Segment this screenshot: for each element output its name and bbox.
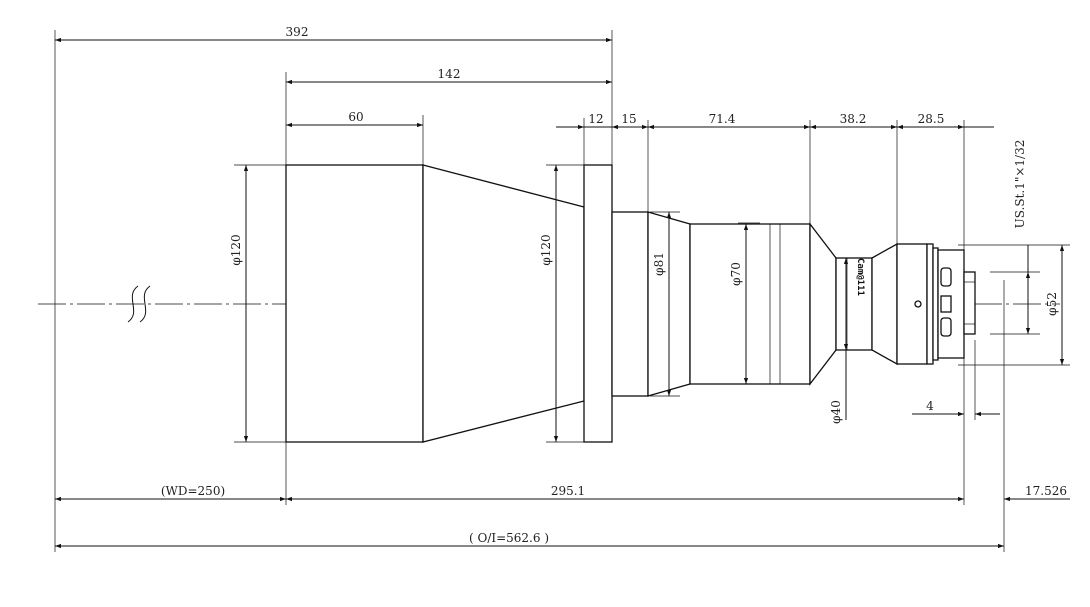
dim-295-1: 295.1 <box>551 484 585 498</box>
lens-body: Cam@111 <box>285 164 976 443</box>
dia-front-120: φ120 <box>229 234 243 265</box>
dim-wd: (WD=250) <box>161 484 225 498</box>
set-screw-icon <box>914 300 922 308</box>
taper-70-40 <box>809 222 837 386</box>
dim-28-5: 28.5 <box>918 112 945 126</box>
taper-40-52 <box>871 242 898 366</box>
c-mount-thread <box>963 271 976 335</box>
conical-section <box>422 164 585 443</box>
dim-38-2: 38.2 <box>840 112 867 126</box>
dim-15: 15 <box>621 112 636 126</box>
brand-engraving: Cam@111 <box>855 258 865 296</box>
front-barrel <box>285 164 424 443</box>
mounting-flange <box>583 164 613 443</box>
dim-71-4: 71.4 <box>709 112 736 126</box>
thread-spec: US.St.1"×1/32 <box>1013 140 1027 229</box>
dim-12: 12 <box>588 112 603 126</box>
dia-70: φ70 <box>729 262 743 286</box>
barrel-40 <box>835 257 873 351</box>
barrel-81 <box>611 211 649 397</box>
axis-break-symbol <box>127 285 151 323</box>
horizontal-dimensions <box>55 37 1070 549</box>
dia-flange-120: φ120 <box>539 234 553 265</box>
rear-barrel <box>896 243 928 365</box>
dimension-labels: 392 142 60 12 15 71.4 38.2 28.5 (WD=250)… <box>161 25 1067 545</box>
dia-52: φ52 <box>1045 292 1059 316</box>
dim-oi: ( O/I=562.6 ) <box>469 531 549 545</box>
dim-60: 60 <box>348 110 363 124</box>
dim-17-526: 17.526 <box>1025 484 1067 498</box>
vertical-dimensions <box>243 165 1065 442</box>
dim-4: 4 <box>926 399 934 413</box>
dim-142: 142 <box>438 67 461 81</box>
dia-81: φ81 <box>652 252 666 276</box>
barrel-70 <box>689 223 811 385</box>
dim-392: 392 <box>286 25 309 39</box>
dia-40: φ40 <box>829 400 843 424</box>
